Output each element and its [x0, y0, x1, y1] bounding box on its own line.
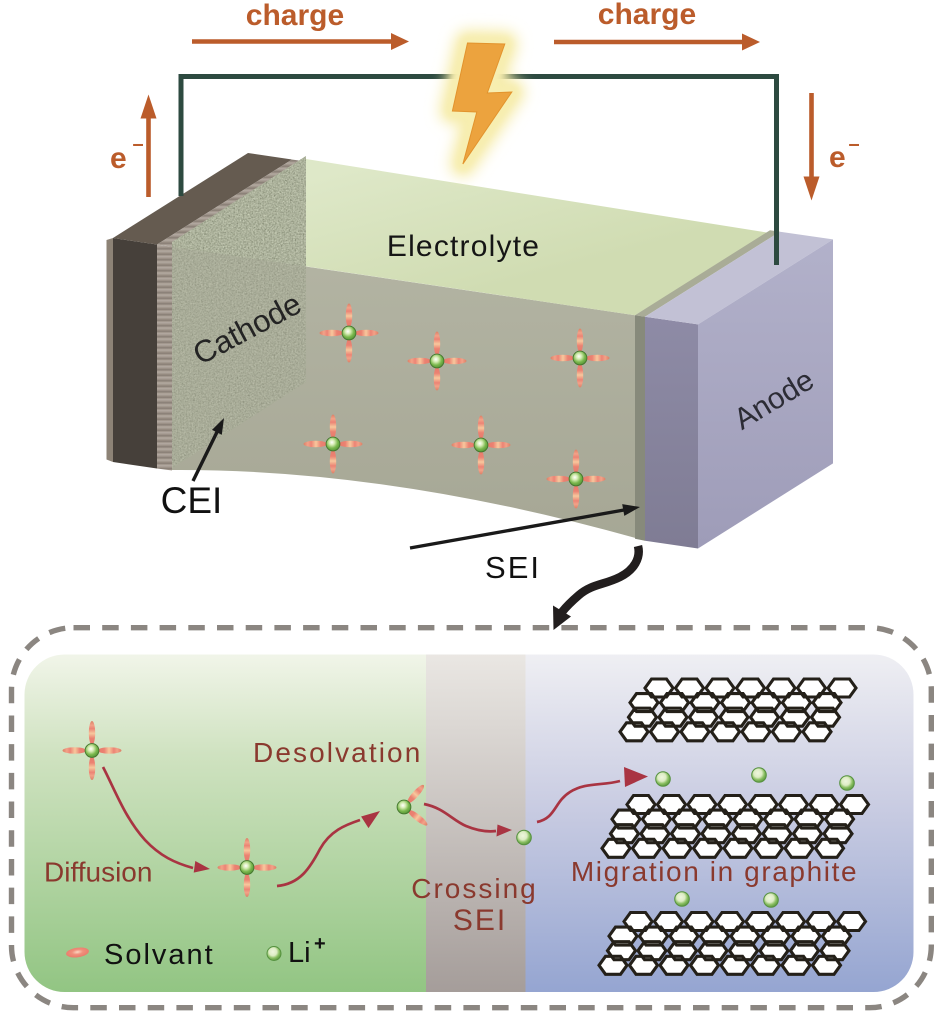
svg-text:–: –: [849, 134, 860, 156]
svg-text:+: +: [314, 933, 326, 955]
svg-text:Diffusion: Diffusion: [44, 857, 152, 888]
svg-text:Li: Li: [288, 937, 311, 969]
svg-text:charge: charge: [246, 0, 344, 32]
svg-text:e: e: [110, 142, 127, 175]
svg-text:Electrolyte: Electrolyte: [387, 230, 540, 263]
svg-text:Crossing: Crossing: [411, 873, 537, 904]
svg-text:Migration in graphite: Migration in graphite: [571, 856, 858, 887]
svg-text:SEI: SEI: [453, 904, 507, 937]
svg-text:e: e: [829, 141, 846, 174]
svg-text:Solvant: Solvant: [104, 939, 215, 971]
svg-text:SEI: SEI: [485, 550, 541, 585]
svg-text:charge: charge: [598, 0, 696, 31]
svg-text:–: –: [133, 134, 144, 156]
svg-text:CEI: CEI: [161, 480, 223, 521]
svg-text:Desolvation: Desolvation: [253, 737, 422, 768]
